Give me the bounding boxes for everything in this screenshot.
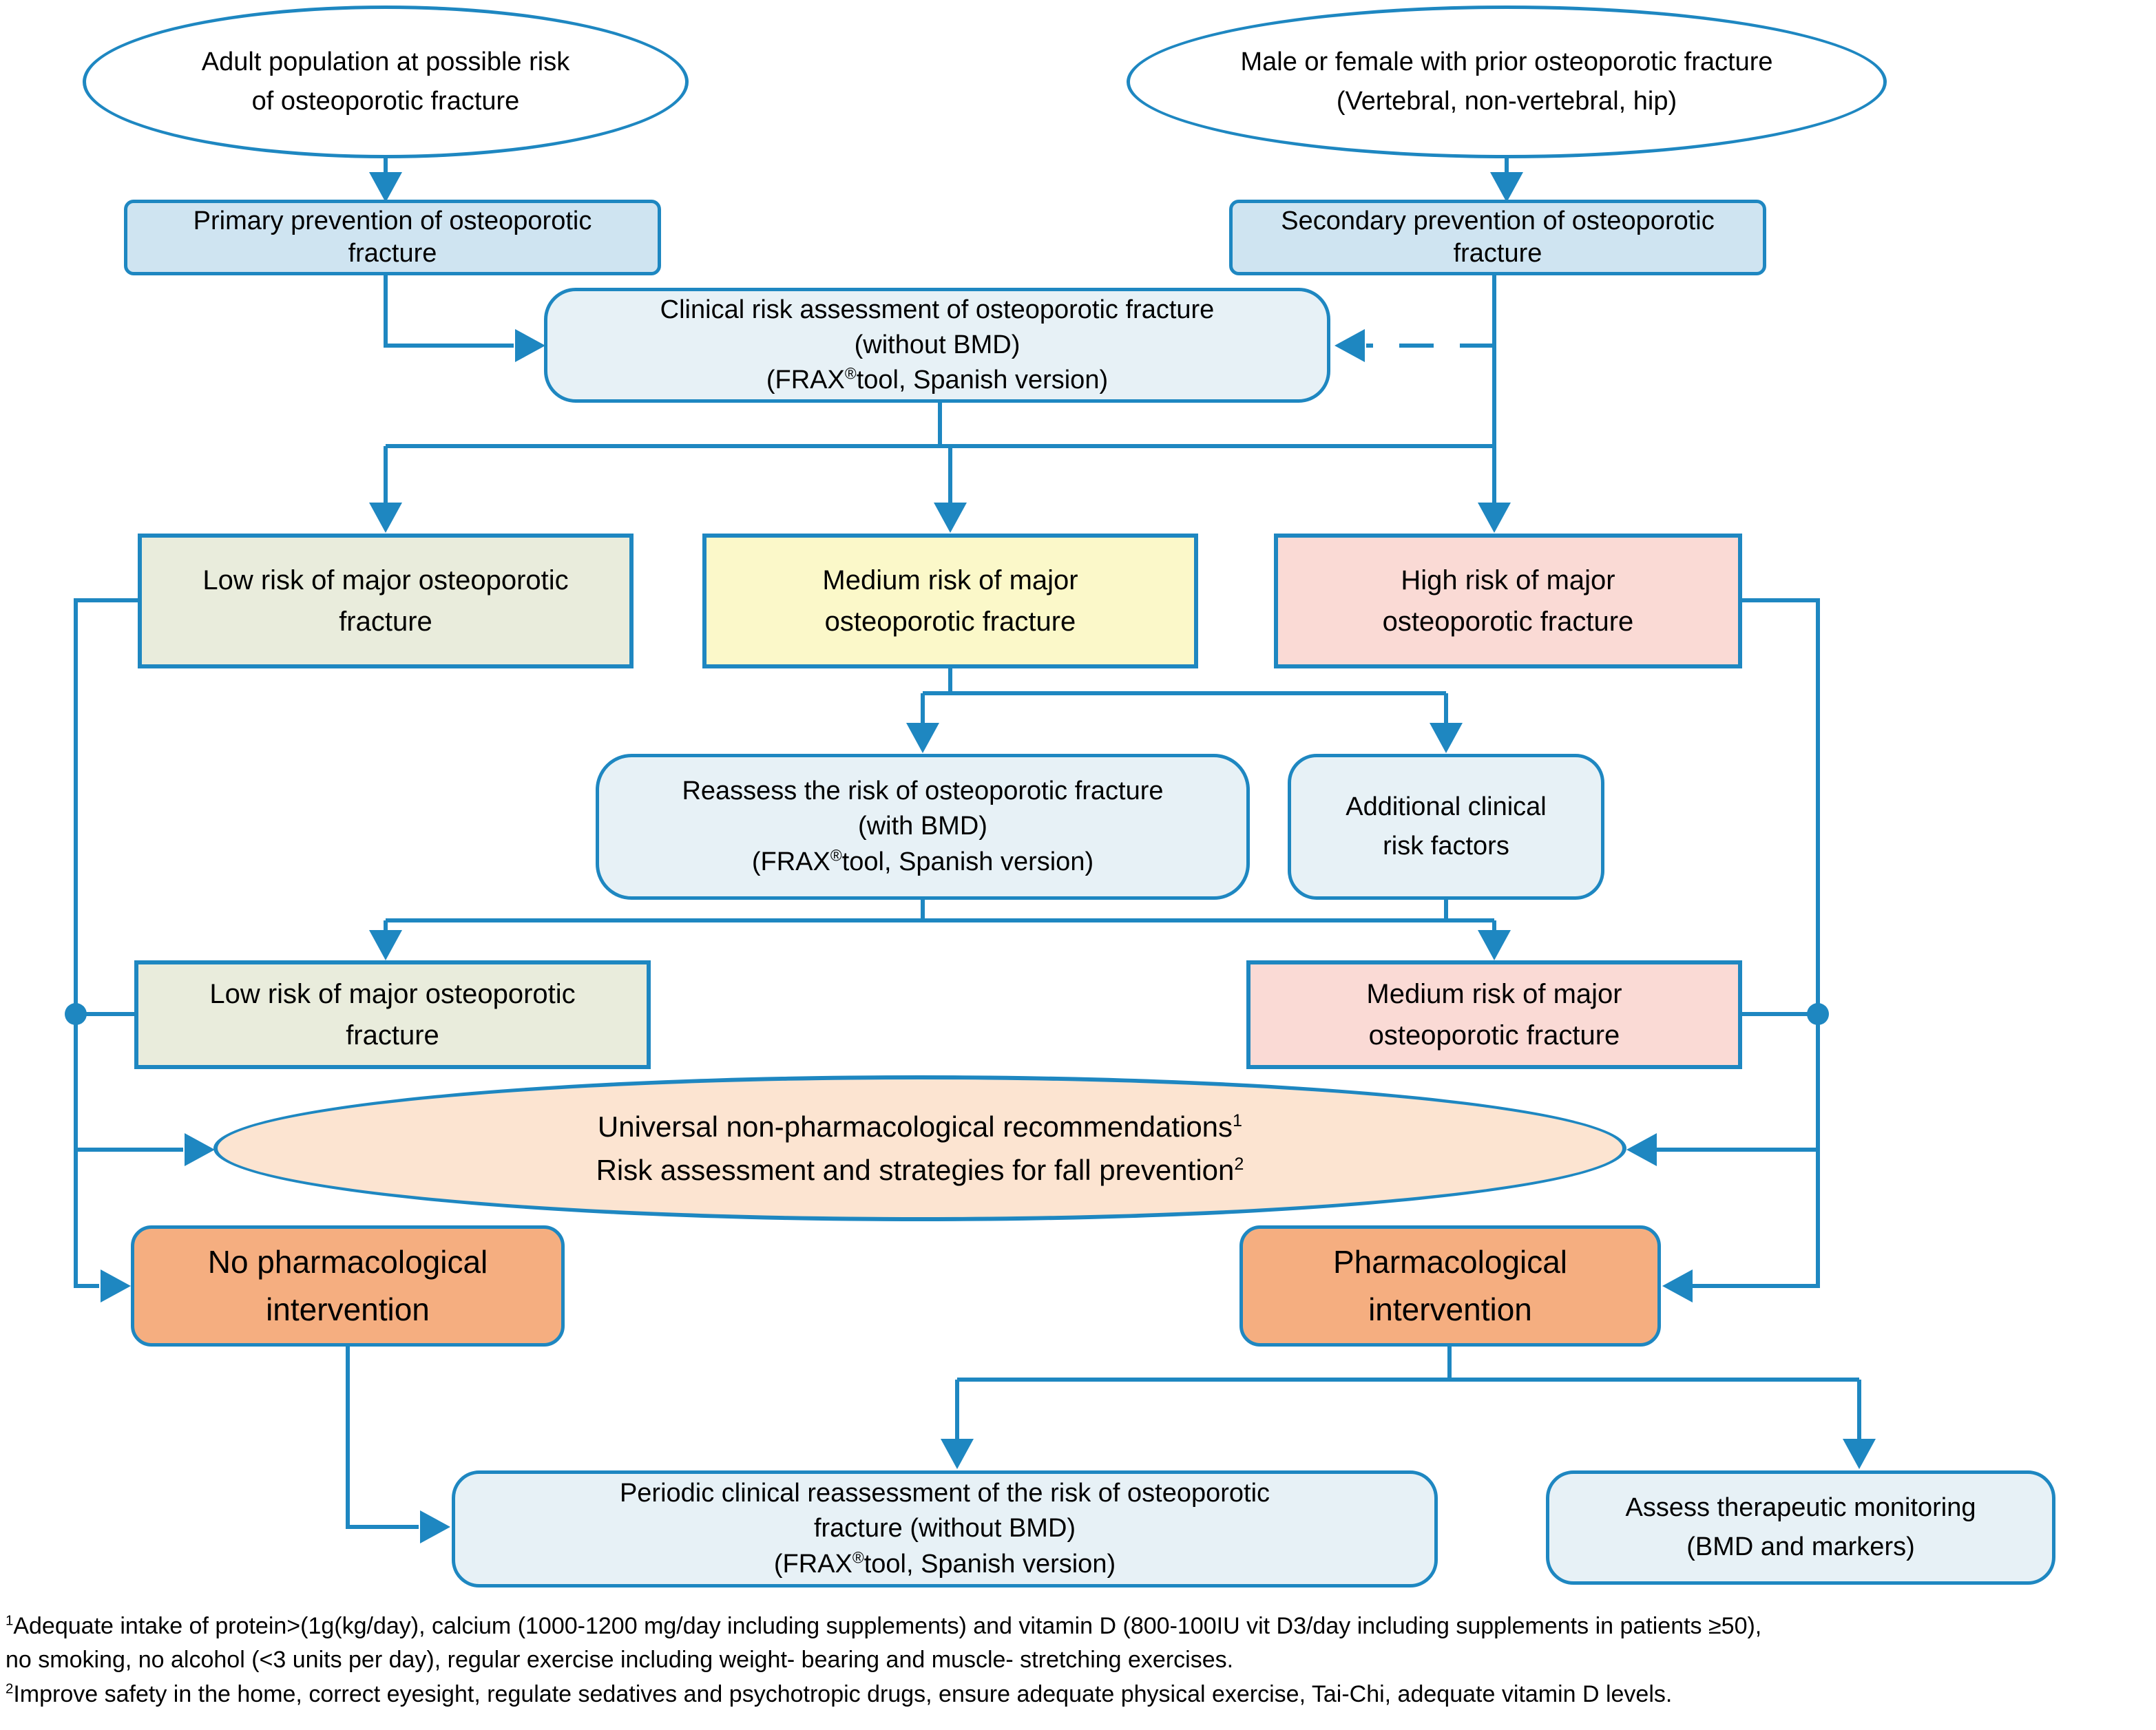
node-clinical-risk-assessment-label: Clinical risk assessment of osteoporotic… bbox=[660, 295, 1215, 395]
node-therapeutic-monitoring: Assess therapeutic monitoring (BMD and m… bbox=[1546, 1470, 2055, 1585]
node-universal-recommendations-label: Universal non-pharmacological recommenda… bbox=[596, 1110, 1244, 1186]
node-primary-prevention-label: Primary prevention of osteoporotic fract… bbox=[193, 206, 592, 268]
footnote-1: 1Adequate intake of protein>(1g(kg/day),… bbox=[6, 1610, 2150, 1678]
node-prior-fracture: Male or female with prior osteoporotic f… bbox=[1127, 6, 1887, 158]
footnote-2-marker: 2 bbox=[6, 1681, 14, 1697]
arrow-adult-to-primary bbox=[369, 158, 402, 202]
node-pharmacological-intervention-label: Pharmacological intervention bbox=[1332, 1244, 1568, 1327]
node-periodic-reassessment-label: Periodic clinical reassessment of the ri… bbox=[619, 1479, 1270, 1579]
node-no-pharmacological-intervention-label: No pharmacological intervention bbox=[207, 1244, 488, 1327]
footnotes: 1Adequate intake of protein>(1g(kg/day),… bbox=[6, 1610, 2150, 1711]
splitter-risk-levels bbox=[369, 403, 1511, 533]
arrow-nopharm-to-periodic bbox=[346, 1347, 450, 1543]
node-adult-population: Adult population at possible risk of ost… bbox=[83, 6, 689, 158]
left-rail bbox=[65, 598, 215, 1302]
arrow-primary-to-clinical bbox=[384, 275, 545, 362]
node-medium-risk-2: Medium risk of major osteoporotic fractu… bbox=[1246, 960, 1742, 1069]
node-pharmacological-intervention: Pharmacological intervention bbox=[1239, 1225, 1661, 1347]
node-medium-risk-1: Medium risk of major osteoporotic fractu… bbox=[702, 534, 1198, 668]
node-medium-risk-1-label: Medium risk of major osteoporotic fractu… bbox=[822, 565, 1078, 637]
node-medium-risk-2-label: Medium risk of major osteoporotic fractu… bbox=[1366, 979, 1622, 1051]
node-secondary-prevention: Secondary prevention of osteoporotic fra… bbox=[1229, 200, 1766, 275]
node-primary-prevention: Primary prevention of osteoporotic fract… bbox=[124, 200, 661, 275]
footnote-1-marker: 1 bbox=[6, 1613, 14, 1629]
arrow-prior-to-secondary bbox=[1490, 158, 1523, 202]
arrow-secondary-to-clinical-dashed bbox=[1335, 329, 1494, 362]
splitter-reassessed-risk bbox=[369, 900, 1511, 960]
footnote-2: 2Improve safety in the home, correct eye… bbox=[6, 1678, 2150, 1711]
node-adult-population-label: Adult population at possible risk of ost… bbox=[201, 48, 570, 116]
node-periodic-reassessment: Periodic clinical reassessment of the ri… bbox=[452, 1470, 1438, 1587]
node-secondary-prevention-label: Secondary prevention of osteoporotic fra… bbox=[1281, 206, 1715, 268]
node-low-risk-2-label: Low risk of major osteoporotic fracture bbox=[209, 979, 576, 1051]
node-high-risk-1-label: High risk of major osteoporotic fracture bbox=[1382, 565, 1634, 637]
node-low-risk-1: Low risk of major osteoporotic fracture bbox=[138, 534, 634, 668]
node-therapeutic-monitoring-label: Assess therapeutic monitoring (BMD and m… bbox=[1625, 1493, 1976, 1561]
node-reassess-label: Reassess the risk of osteoporotic fractu… bbox=[682, 777, 1164, 876]
node-low-risk-2: Low risk of major osteoporotic fracture bbox=[134, 960, 651, 1069]
node-clinical-risk-assessment: Clinical risk assessment of osteoporotic… bbox=[544, 288, 1330, 403]
node-additional-risk-factors-label: Additional clinical risk factors bbox=[1346, 792, 1547, 861]
node-additional-risk-factors: Additional clinical risk factors bbox=[1288, 754, 1604, 900]
node-high-risk-1: High risk of major osteoporotic fracture bbox=[1274, 534, 1742, 668]
node-prior-fracture-label: Male or female with prior osteoporotic f… bbox=[1240, 48, 1773, 116]
right-rail bbox=[1626, 598, 1829, 1302]
footnote-2-text: Improve safety in the home, correct eyes… bbox=[13, 1680, 1673, 1707]
splitter-pharm-followup bbox=[941, 1347, 1876, 1469]
node-reassess: Reassess the risk of osteoporotic fractu… bbox=[596, 754, 1250, 900]
node-low-risk-1-label: Low risk of major osteoporotic fracture bbox=[202, 565, 569, 637]
node-no-pharmacological-intervention: No pharmacological intervention bbox=[131, 1225, 565, 1347]
splitter-medium-to-reassess bbox=[906, 668, 1463, 753]
footnote-1-text: Adequate intake of protein>(1g(kg/day), … bbox=[6, 1613, 1762, 1674]
node-universal-recommendations: Universal non-pharmacological recommenda… bbox=[213, 1075, 1626, 1221]
